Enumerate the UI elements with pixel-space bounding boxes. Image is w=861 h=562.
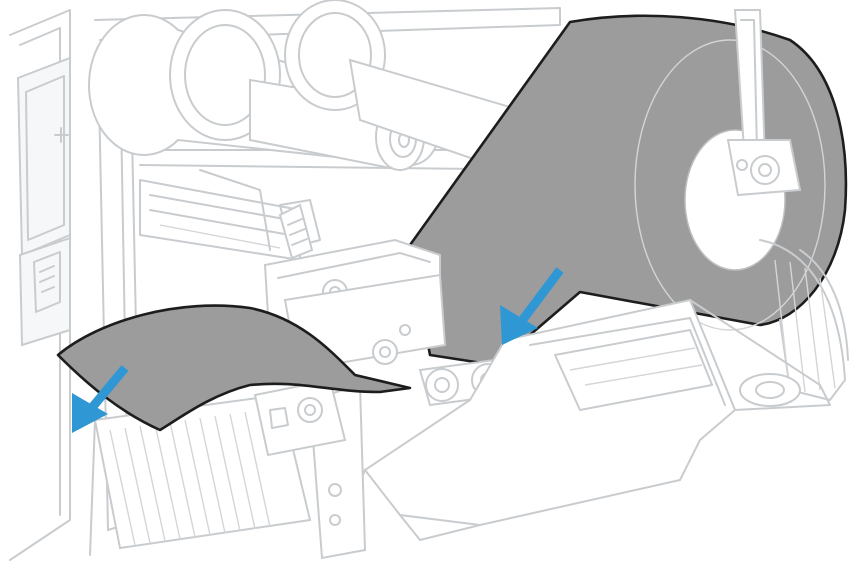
crosshair-icon — [54, 127, 69, 143]
arrow-out-of-printer — [86, 365, 129, 413]
bottom-tray — [329, 298, 831, 556]
media-roll — [408, 14, 848, 367]
media-hanger-arm — [726, 9, 802, 197]
front-peeler — [89, 393, 312, 556]
lower-bracket — [253, 378, 367, 560]
display-panel — [16, 56, 71, 257]
printer-left-frame — [9, 9, 71, 561]
arrow-into-printhead-head — [500, 305, 538, 345]
ribbon-supply-spindle — [88, 9, 440, 172]
feed-direction-arrows — [72, 267, 564, 433]
media-web-strip — [56, 304, 412, 432]
media-web — [56, 304, 412, 432]
arrow-out-of-printer-head — [72, 393, 108, 433]
media-guide-right — [739, 239, 849, 407]
